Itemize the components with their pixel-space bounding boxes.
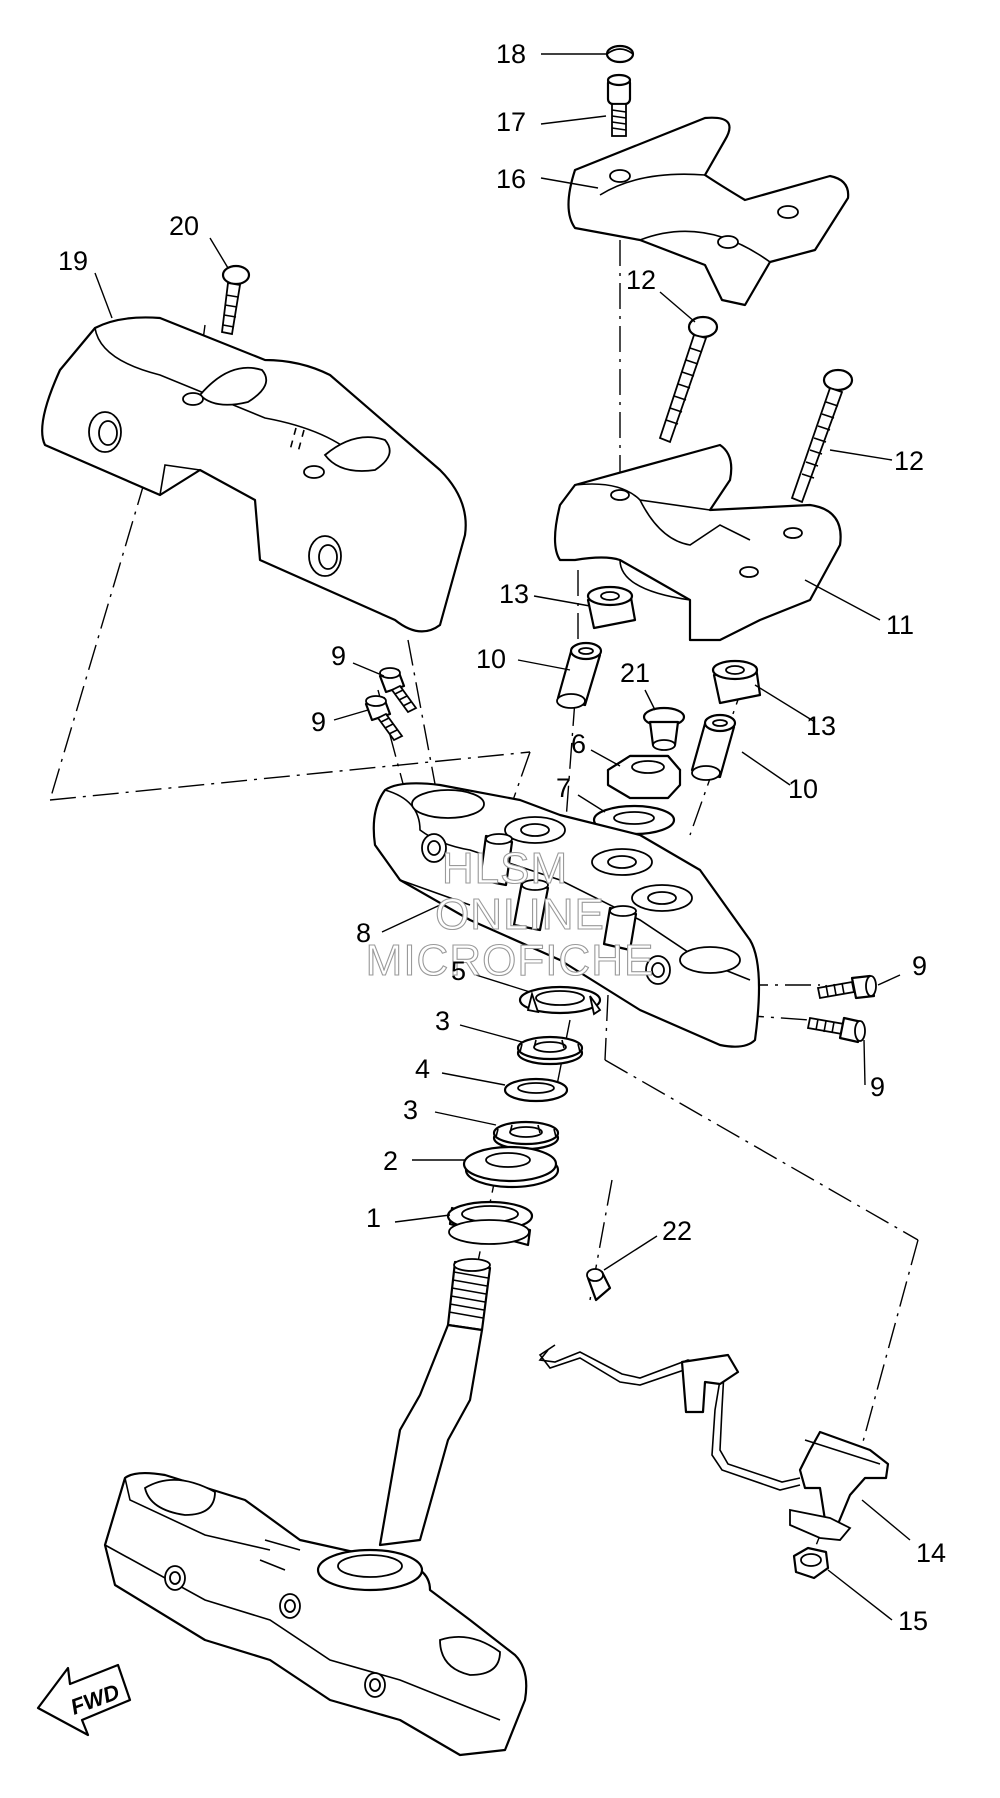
part-10-damper-right — [690, 713, 737, 781]
part-18-cap — [605, 44, 635, 64]
leader-lines — [94, 53, 911, 1621]
callout-9-b: 9 — [311, 707, 326, 737]
part-12-bolt-right — [790, 368, 854, 504]
part-21-cap — [642, 706, 686, 751]
part-4-washer — [503, 1077, 569, 1103]
callout-13-upper: 13 — [499, 579, 529, 609]
callout-10-right: 10 — [788, 774, 818, 804]
watermark: HLSM ONLINE MICROFICHE — [365, 843, 655, 985]
part-7-washer — [592, 804, 676, 836]
part-20-screw — [221, 264, 251, 336]
callout-21: 21 — [620, 658, 650, 688]
part-8-under-bracket — [372, 782, 761, 1048]
part-22-clip — [586, 1268, 612, 1302]
callout-15: 15 — [898, 1606, 928, 1636]
part-14-hose-holder — [538, 1344, 890, 1541]
watermark-line-1: HLSM — [442, 844, 568, 893]
part-11-lower-clamp — [553, 443, 842, 642]
part-17-bolt — [606, 73, 632, 137]
callout-9-c: 9 — [912, 951, 927, 981]
callout-3-upper: 3 — [435, 1006, 450, 1036]
part-lower-bracket — [103, 1471, 528, 1757]
part-10-damper-left — [556, 641, 603, 709]
watermark-line-2: ONLINE — [435, 890, 605, 939]
callout-20: 20 — [169, 211, 199, 241]
callout-14: 14 — [916, 1538, 946, 1568]
part-3-ring-nut-lower — [492, 1120, 560, 1151]
part-1-bearing — [446, 1200, 534, 1247]
fwd-direction-arrow: FWD — [36, 1663, 132, 1737]
callout-19: 19 — [58, 246, 88, 276]
part-12-bolt-left — [658, 315, 719, 444]
part-9-bolt-right-1 — [816, 974, 877, 1000]
callout-17: 17 — [496, 107, 526, 137]
callout-4: 4 — [415, 1054, 430, 1084]
part-5-lock-washer — [518, 985, 602, 1016]
part-16-upper-clamp — [567, 116, 850, 307]
watermark-line-3: MICROFICHE — [366, 936, 655, 985]
callout-10-left: 10 — [476, 644, 506, 674]
callout-16: 16 — [496, 164, 526, 194]
callout-12-lower: 12 — [894, 446, 924, 476]
part-13-collar-lower — [711, 659, 762, 705]
part-2-dust-seal — [462, 1145, 560, 1189]
part-15-nut — [792, 1546, 830, 1580]
callout-6: 6 — [571, 729, 586, 759]
callout-2: 2 — [383, 1146, 398, 1176]
callout-13-lower: 13 — [806, 711, 836, 741]
callout-9-d: 9 — [870, 1072, 885, 1102]
callout-8: 8 — [356, 918, 371, 948]
part-9-bolt-upper-2 — [364, 695, 404, 742]
callout-11: 11 — [886, 610, 914, 640]
part-9-bolt-upper-1 — [378, 667, 418, 714]
part-3-ring-nut-upper — [516, 1035, 584, 1066]
callout-18: 18 — [496, 39, 526, 69]
callout-7: 7 — [556, 773, 571, 803]
callout-5: 5 — [451, 956, 466, 986]
callout-9-a: 9 — [331, 641, 346, 671]
callout-12-upper: 12 — [626, 265, 656, 295]
callouts: 18 17 16 20 19 12 12 13 11 9 10 21 13 9 … — [58, 39, 946, 1636]
callout-1: 1 — [366, 1203, 381, 1233]
part-9-bolt-right-2 — [806, 1016, 866, 1044]
part-6-steering-nut — [606, 754, 682, 800]
callout-3-lower: 3 — [403, 1095, 418, 1125]
part-13-collar-upper — [586, 585, 637, 630]
steering-stem — [378, 1258, 492, 1547]
callout-22: 22 — [662, 1216, 692, 1246]
part-19-handlebar-cover — [41, 316, 467, 633]
